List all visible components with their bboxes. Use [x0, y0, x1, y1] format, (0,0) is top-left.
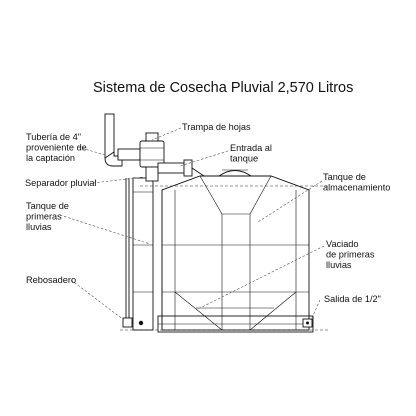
leader-vaciado [195, 245, 325, 311]
label-salida: Salida de 1/2" [324, 294, 381, 304]
label-vaciado: Vaciado de primeras lluvias [326, 239, 377, 270]
outlet-valve [302, 318, 313, 328]
label-tanque-primeras: Tanque de primeras lluvias [26, 201, 71, 232]
leader-tuberia [77, 146, 106, 156]
storage-tank [157, 169, 314, 333]
leader-primeras [59, 214, 151, 245]
leader-almacenamiento [257, 180, 323, 223]
leader-rebosadero [70, 279, 125, 321]
inlet-pipe [104, 113, 141, 167]
rain-separator [145, 159, 205, 182]
label-rebosadero: Rebosadero [26, 275, 76, 285]
label-trampa: Trampa de hojas [182, 122, 251, 132]
leader-separador [92, 176, 145, 184]
drain-valve [138, 320, 144, 326]
label-tuberia: Tubería de 4" proveniente de la captació… [26, 132, 89, 163]
label-tanque-almacenamiento: Tanque de almacenamiento [323, 172, 390, 193]
overflow-pipe [122, 178, 133, 328]
leaf-trap [139, 132, 165, 168]
leader-trampa [151, 127, 182, 141]
first-flush-tank [132, 177, 154, 331]
leader-salida [310, 299, 321, 321]
diagram-title: Sistema de Cosecha Pluvial 2,570 Litros [93, 80, 353, 96]
label-separador: Separador pluvial [25, 178, 97, 188]
label-entrada: Entrada al tanque [230, 143, 274, 164]
